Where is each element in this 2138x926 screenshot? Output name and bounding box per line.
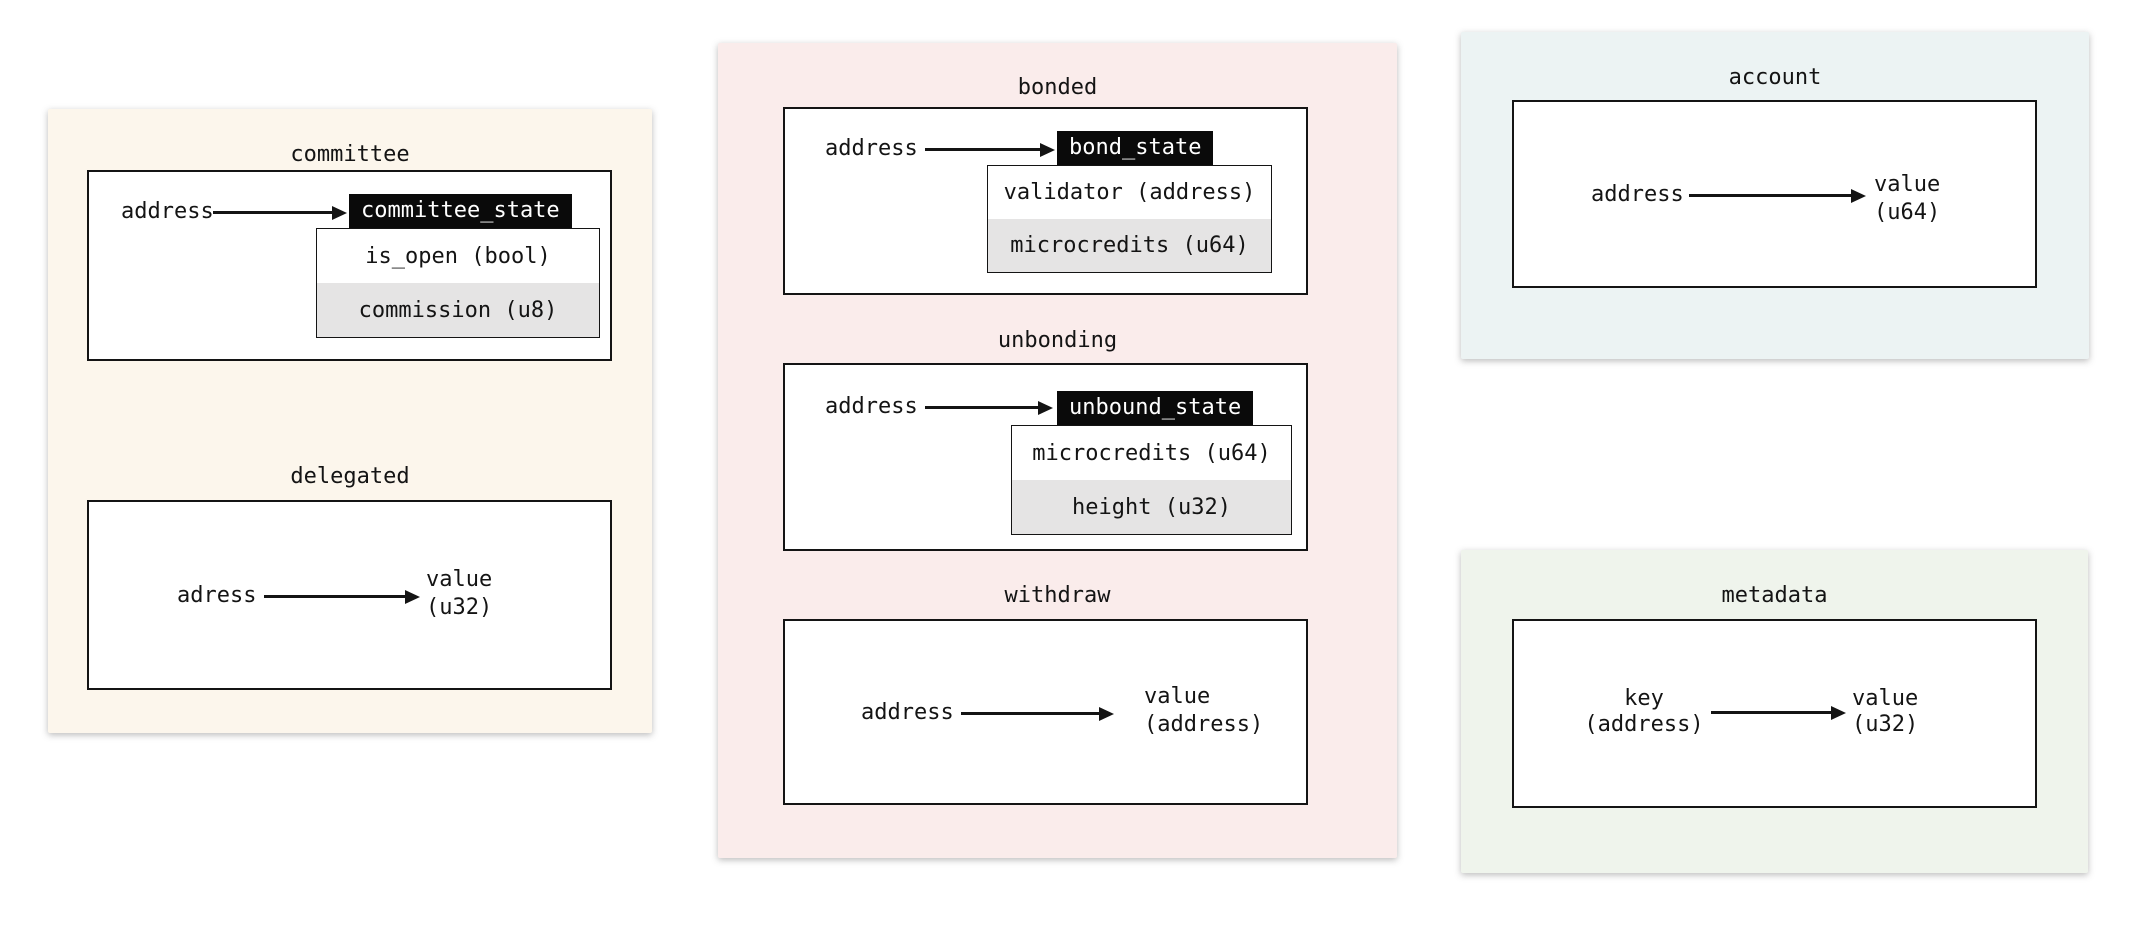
- delegated-title: delegated: [290, 464, 410, 489]
- arrow-shaft: [1689, 194, 1851, 197]
- field-row: validator (address): [1003, 180, 1256, 205]
- committee-title: committee: [290, 142, 410, 167]
- withdraw-title: withdraw: [1004, 583, 1111, 608]
- committee-state-badge: committee_state: [349, 194, 572, 228]
- arrow-head: [1831, 705, 1846, 720]
- arrow-head: [1040, 142, 1055, 157]
- delegated-key-label: adress: [177, 583, 257, 608]
- arrow-shaft: [925, 148, 1040, 151]
- arrow-head: [1851, 188, 1866, 203]
- field-row: microcredits (u64): [988, 219, 1271, 272]
- arrow-shaft: [1711, 711, 1831, 714]
- value-line: (address): [1144, 712, 1264, 737]
- bond-state-fields: validator (address) microcredits (u64): [987, 165, 1272, 273]
- committee-map-box: address committee_state is_open (bool) c…: [87, 170, 612, 361]
- metadata-title: metadata: [1721, 583, 1828, 608]
- field-row: is_open (bool): [365, 243, 551, 269]
- account-key-label: address: [1591, 182, 1684, 207]
- value-line: (u32): [426, 595, 493, 620]
- arrow-icon: [213, 205, 347, 220]
- arrow-shaft: [925, 406, 1038, 409]
- panel-metadata: metadata key (address) value (u32): [1461, 550, 2088, 873]
- account-title: account: [1728, 65, 1822, 90]
- arrow-icon: [925, 400, 1053, 415]
- key-line: key: [1624, 686, 1664, 711]
- committee-state-fields: is_open (bool) commission (u8): [316, 228, 600, 338]
- committee-key-label: address: [121, 199, 214, 224]
- withdraw-map-box: address value (address): [783, 619, 1308, 805]
- panel-account: account address value (u64): [1461, 32, 2089, 359]
- account-map-box: address value (u64): [1512, 100, 2037, 288]
- field-row: height (u32): [1012, 480, 1291, 534]
- account-value: value (u64): [1874, 171, 1940, 227]
- unbonding-key-label: address: [825, 394, 918, 419]
- field-row: microcredits (u64): [1032, 440, 1271, 466]
- value-line: value: [1852, 686, 1919, 711]
- withdraw-value: value (address): [1144, 683, 1263, 739]
- arrow-head: [332, 205, 347, 220]
- arrow-icon: [925, 142, 1055, 157]
- unbonding-map-box: address unbound_state microcredits (u64)…: [783, 363, 1308, 551]
- value-line: (u64): [1874, 200, 1941, 225]
- arrow-head: [1038, 400, 1053, 415]
- arrow-icon: [1711, 705, 1846, 720]
- bond-state-badge: bond_state: [1057, 131, 1214, 165]
- arrow-icon: [264, 589, 420, 604]
- arrow-head: [1099, 706, 1114, 721]
- value-line: (u32): [1852, 712, 1919, 737]
- value-line: value: [1874, 172, 1941, 197]
- arrow-head: [405, 589, 420, 604]
- withdraw-key-label: address: [861, 700, 954, 725]
- bonded-map-box: address bond_state validator (address) m…: [783, 107, 1308, 295]
- unbonding-title: unbonding: [997, 328, 1118, 353]
- panel-bonding: bonded address bond_state validator (add…: [718, 43, 1397, 858]
- bonded-title: bonded: [1017, 75, 1098, 100]
- unbound-state-fields: microcredits (u64) height (u32): [1011, 425, 1292, 535]
- arrow-shaft: [264, 595, 405, 598]
- arrow-shaft: [961, 712, 1099, 715]
- arrow-shaft: [213, 211, 332, 214]
- bonded-key-label: address: [825, 136, 918, 161]
- unbound-state-badge: unbound_state: [1057, 391, 1254, 425]
- metadata-map-box: key (address) value (u32): [1512, 619, 2037, 808]
- metadata-key: key (address): [1569, 686, 1719, 738]
- panel-committee-delegated: committee address committee_state is_ope…: [48, 109, 652, 733]
- arrow-icon: [961, 706, 1114, 721]
- field-row: commission (u8): [317, 283, 599, 337]
- delegated-value: value (u32): [426, 566, 492, 622]
- metadata-value: value (u32): [1852, 686, 1918, 738]
- delegated-map-box: adress value (u32): [87, 500, 612, 690]
- value-line: value: [426, 567, 493, 592]
- key-line: (address): [1584, 712, 1704, 737]
- value-line: value: [1144, 684, 1211, 709]
- arrow-icon: [1689, 188, 1866, 203]
